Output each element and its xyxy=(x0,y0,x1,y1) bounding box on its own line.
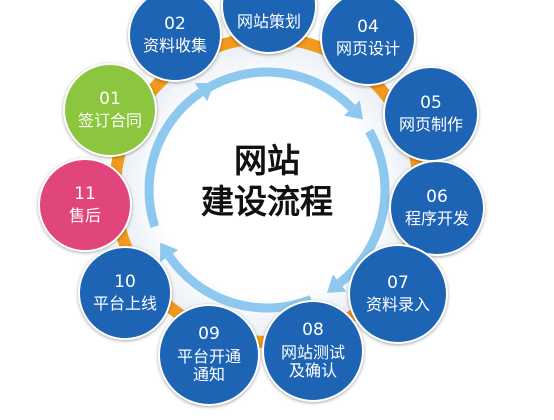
arrow-head-4 xyxy=(194,83,215,102)
step-09-platform-activation: 09 平台开通 通知 xyxy=(158,304,260,406)
step-label: 资料录入 xyxy=(365,295,430,315)
step-label: 平台开通 xyxy=(176,346,241,366)
arrow-head-1 xyxy=(343,100,363,120)
step-label: 网页制作 xyxy=(398,115,463,135)
arrow-head-3 xyxy=(160,242,179,263)
step-label: 签订合同 xyxy=(77,111,142,131)
step-label: 网站测试 xyxy=(280,342,345,362)
step-number: 01 xyxy=(99,88,121,109)
step-number: 02 xyxy=(164,13,186,34)
step-label: 平台上线 xyxy=(92,294,157,314)
center-title-line2: 建设流程 xyxy=(201,182,333,222)
step-label: 售后 xyxy=(68,206,101,226)
center-title: 网站 建设流程 xyxy=(142,140,392,223)
center-title-line1: 网站 xyxy=(234,141,300,180)
step-10-platform-launch: 10 平台上线 xyxy=(78,246,172,340)
step-number: 11 xyxy=(74,183,96,204)
step-06-program-development: 06 程序开发 xyxy=(389,160,485,256)
step-07-data-entry: 07 资料录入 xyxy=(348,244,448,344)
step-number: 09 xyxy=(198,324,220,345)
step-label: 程序开发 xyxy=(404,209,469,229)
step-label-line2: 及确认 xyxy=(288,361,337,381)
arrow-arc-4 xyxy=(144,88,204,228)
step-05-page-production: 05 网页制作 xyxy=(383,66,479,162)
step-number: 07 xyxy=(387,272,409,293)
step-label: 资料收集 xyxy=(142,36,207,56)
step-04-page-design: 04 网页设计 xyxy=(320,0,416,86)
step-number: 06 xyxy=(426,186,448,207)
step-01-sign-contract: 01 签订合同 xyxy=(63,63,157,157)
step-number: 05 xyxy=(420,92,442,113)
step-number: 04 xyxy=(357,16,379,37)
arrow-arc-1 xyxy=(202,67,356,112)
step-number: 08 xyxy=(302,320,324,341)
step-02-collect-materials: 02 资料收集 xyxy=(128,0,222,82)
step-11-after-sales: 11 售后 xyxy=(38,158,132,252)
step-label: 网站策划 xyxy=(236,11,301,31)
step-number: 10 xyxy=(114,271,136,292)
step-label-line2: 通知 xyxy=(192,365,225,385)
arrow-head-2 xyxy=(327,274,347,293)
step-08-site-testing: 08 网站测试 及确认 xyxy=(262,300,364,402)
step-label: 网页设计 xyxy=(335,39,400,59)
